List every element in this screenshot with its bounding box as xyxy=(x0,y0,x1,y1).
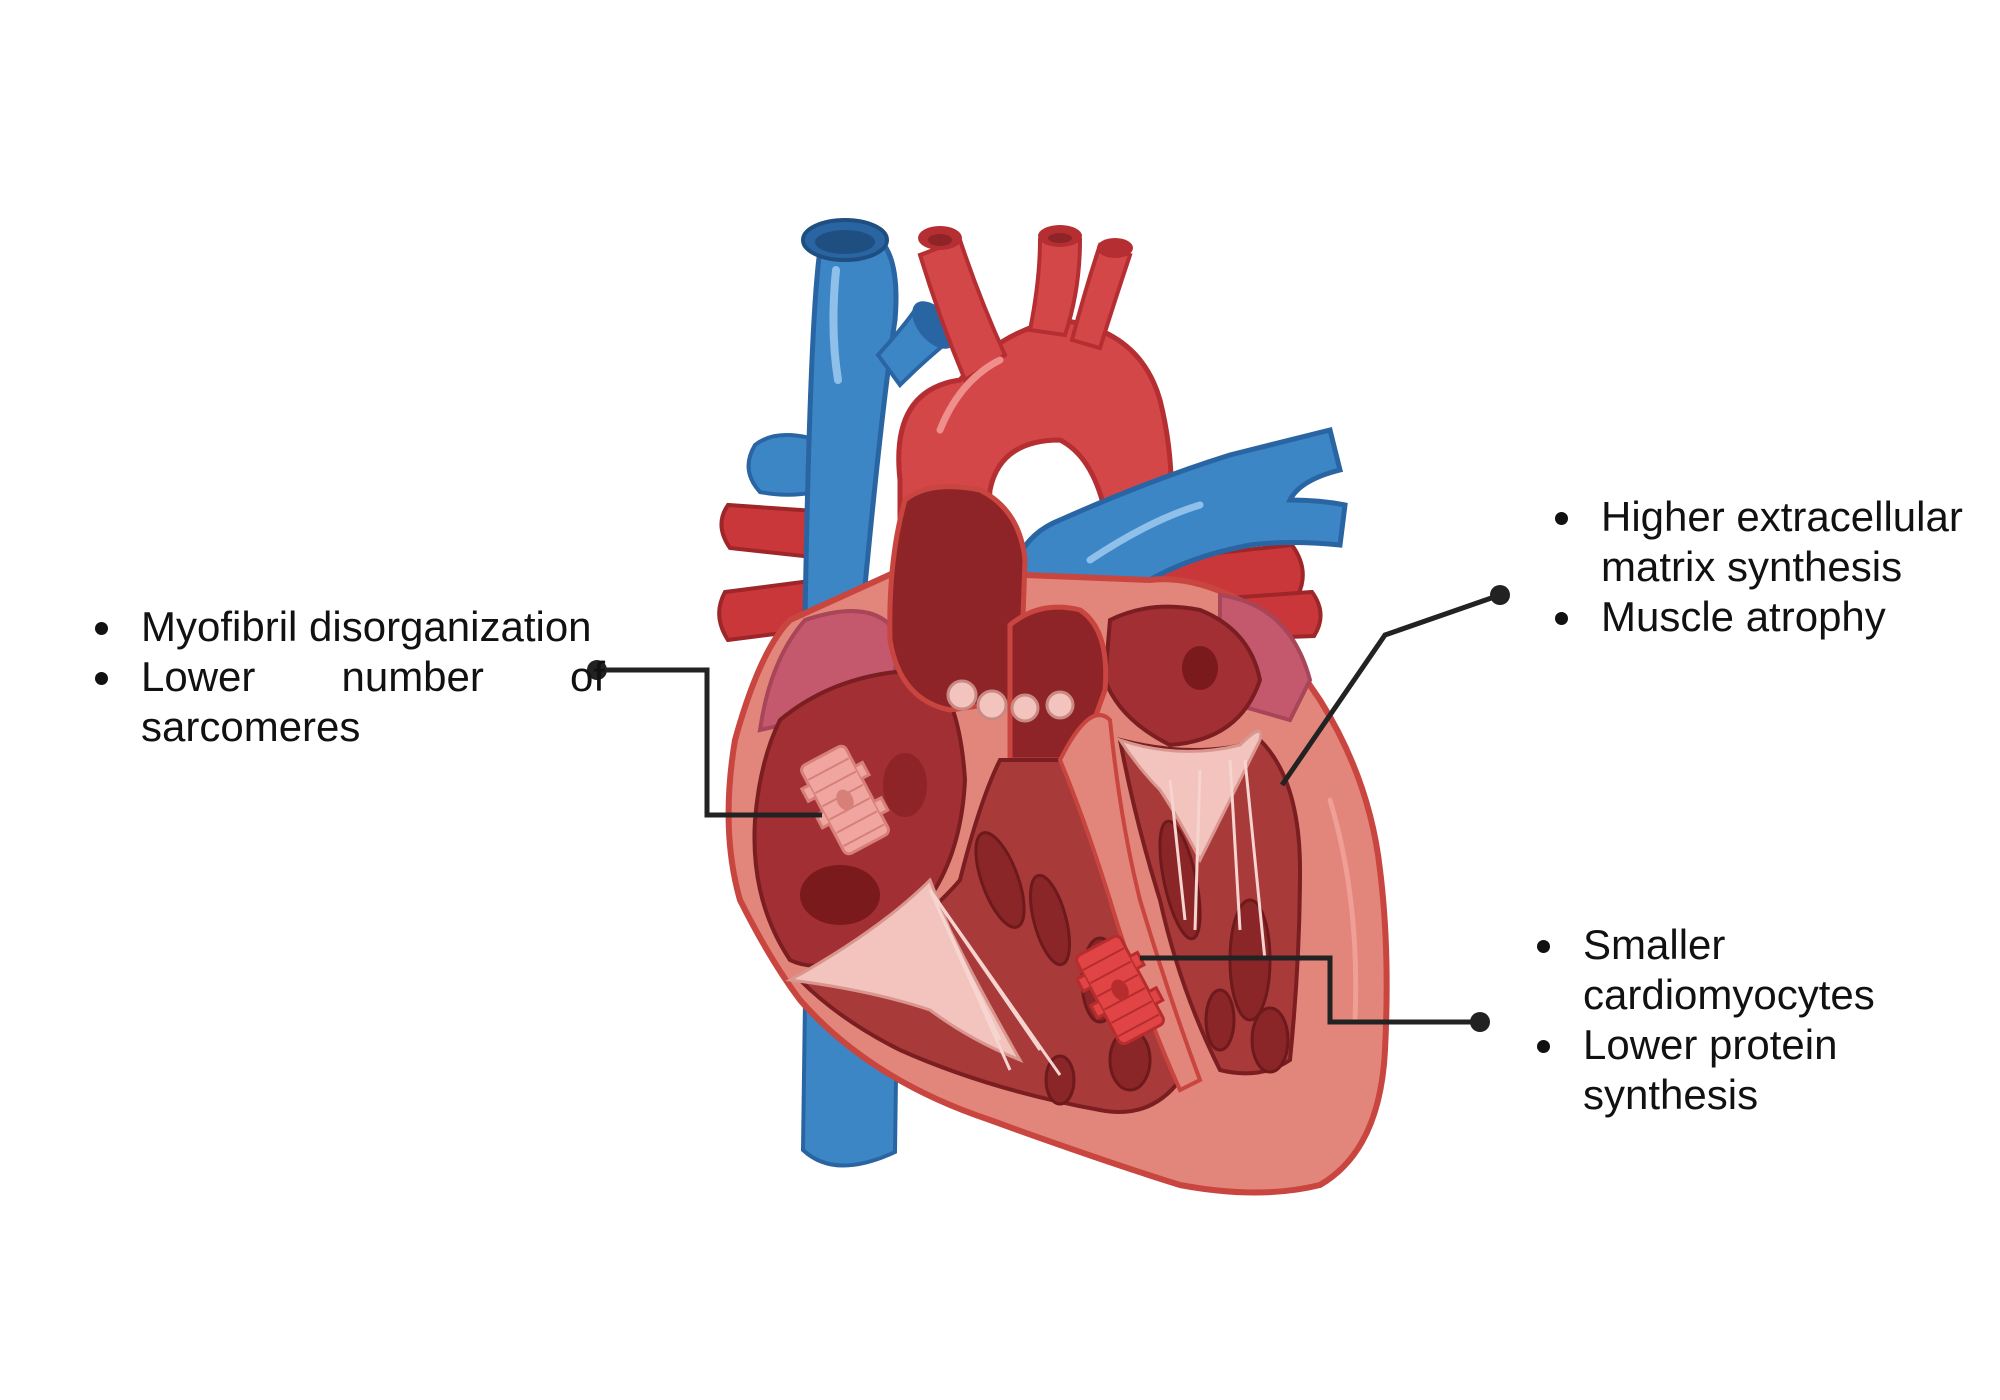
annotation-bottom-right-item: Lower protein synthesis xyxy=(1527,1020,1967,1120)
annotation-top-right-item: Higher extracellular matrix synthesis xyxy=(1545,492,1985,592)
annotation-left-list: Myofibril disorganization Lower number o… xyxy=(85,602,605,752)
semilunar-valve-cusps xyxy=(946,679,1075,723)
annotation-top-right-list: Higher extracellular matrix synthesis Mu… xyxy=(1545,492,1985,642)
mitral-valve xyxy=(1116,729,1263,864)
cardiomyocyte-icon-right xyxy=(1074,934,1165,1046)
annotation-left-item: Lower number of sarcomeres xyxy=(85,652,605,752)
annotation-bottom-right-item: Smaller cardiomyocytes xyxy=(1527,920,1967,1020)
annotation-top-right-item: Muscle atrophy xyxy=(1545,592,1985,642)
cardiomyocyte-icon-left xyxy=(799,744,890,856)
superior-vena-cava xyxy=(802,237,899,644)
interventricular-septum xyxy=(1057,713,1203,1093)
aortic-root xyxy=(887,484,1028,713)
pulmonary-trunk-cavity xyxy=(1007,604,1109,763)
callout-top-right xyxy=(1279,585,1510,787)
coronary-sinus-opening xyxy=(800,865,880,925)
callout-bottom-right xyxy=(1140,955,1490,1032)
left-atrium-chamber xyxy=(1102,604,1263,748)
annotation-bottom-right-list: Smaller cardiomyocytes Lower protein syn… xyxy=(1527,920,1967,1120)
annotation-left-item: Myofibril disorganization xyxy=(85,602,605,652)
callout-left xyxy=(587,660,822,818)
tricuspid-valve xyxy=(785,877,1024,1063)
left-subclavian-artery xyxy=(1069,242,1133,351)
